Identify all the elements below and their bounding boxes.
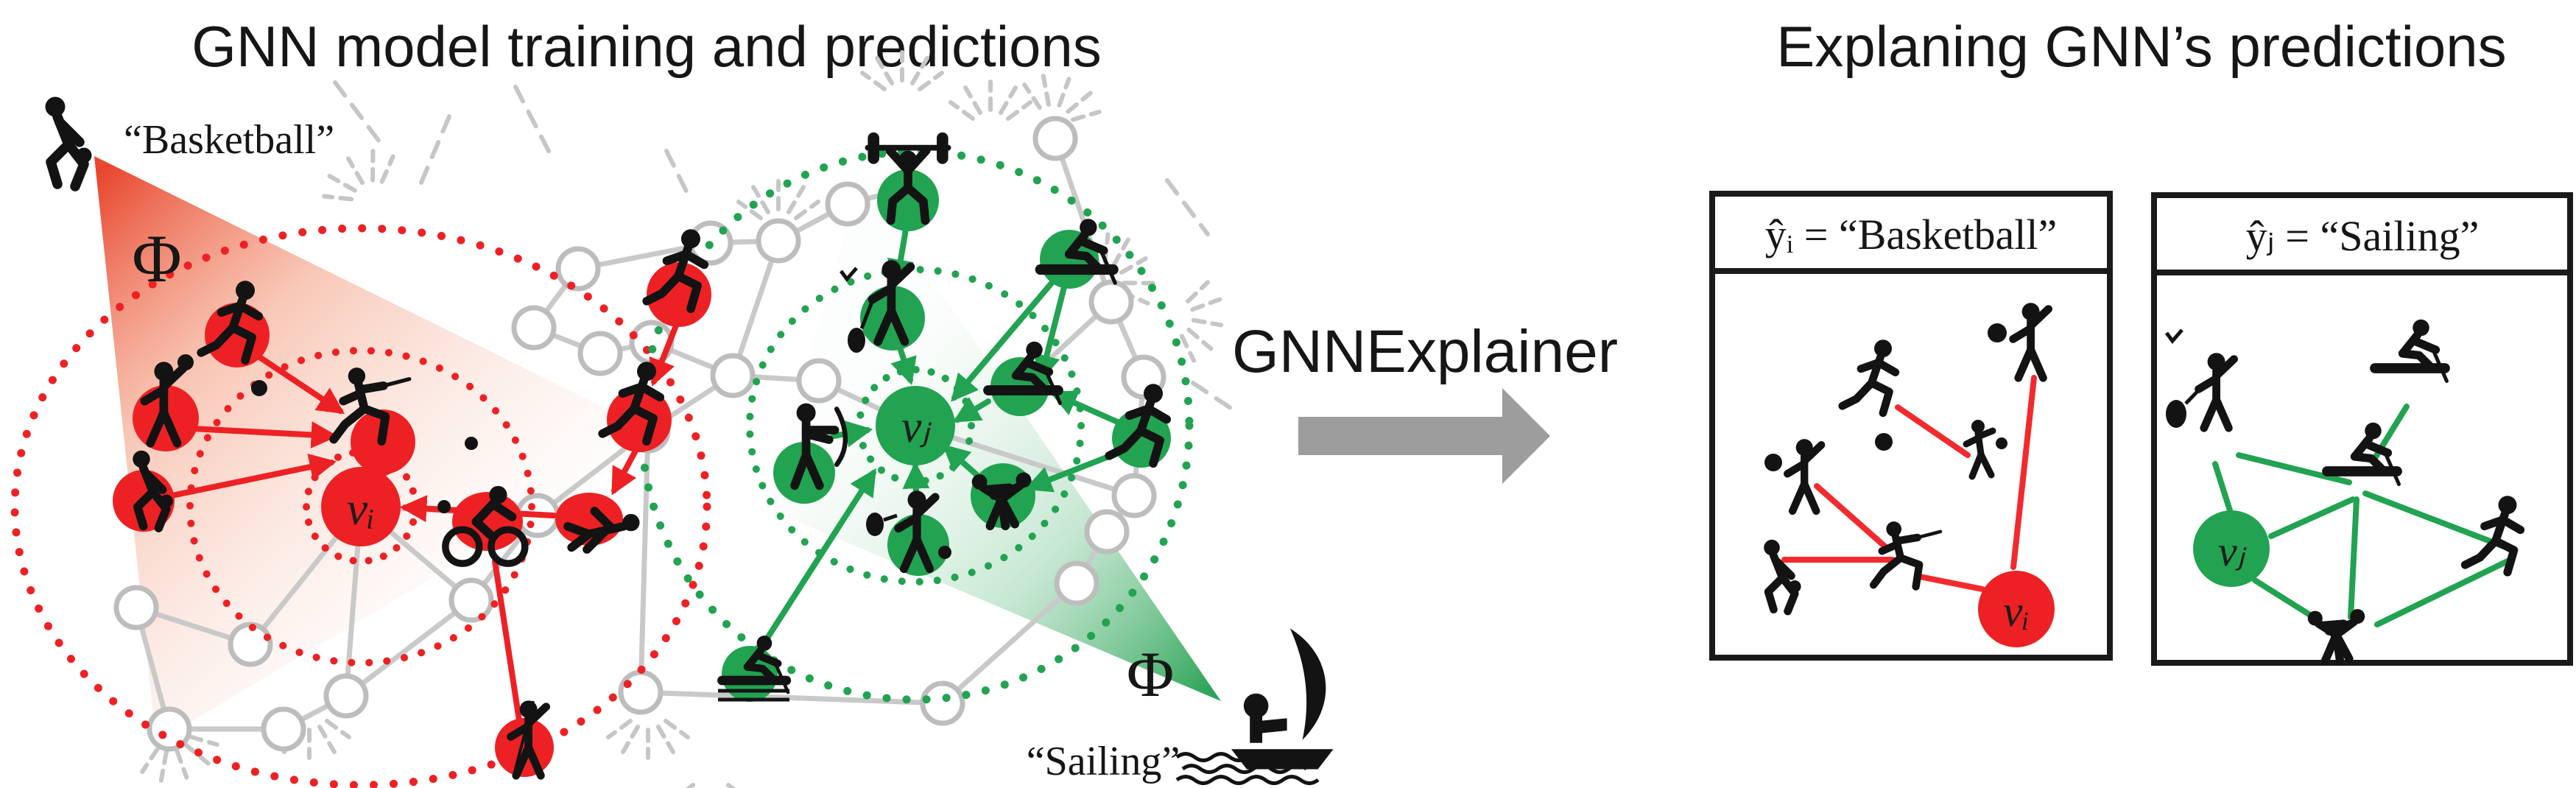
rower-top-icon bbox=[1040, 219, 1115, 289]
basketball-input: “Basketball” Φ bbox=[46, 97, 334, 296]
tennis-player-icon bbox=[866, 490, 951, 576]
red-cluster: vᵢ bbox=[113, 229, 711, 777]
explanation-box-basketball: ŷᵢ = “Basketball” vᵢ bbox=[1709, 191, 2113, 661]
vi-node-label: vᵢ bbox=[347, 482, 376, 535]
vi-node bbox=[321, 467, 401, 546]
javelin-thrower-icon bbox=[495, 700, 554, 777]
gray-dashed-edges bbox=[333, 80, 1239, 415]
box2-figures bbox=[2164, 320, 2521, 661]
fencer-icon bbox=[334, 367, 478, 474]
box2-header: ŷⱼ = “Sailing” bbox=[2246, 212, 2480, 260]
waves-icon bbox=[1175, 752, 1320, 785]
weightlifter-icon bbox=[868, 138, 948, 231]
rower-mid-icon bbox=[988, 342, 1060, 416]
box1-edges bbox=[1781, 375, 2037, 592]
wrestlers-icon bbox=[971, 463, 1035, 528]
sailboat-icon bbox=[1231, 628, 1334, 770]
phi-red-label: Φ bbox=[132, 221, 181, 296]
sprinter-icon bbox=[602, 362, 672, 452]
left-title: GNN model training and predictions bbox=[191, 14, 1102, 79]
gnnexplainer-transition: GNNExplainer bbox=[1232, 318, 1618, 484]
box1-figures bbox=[1764, 303, 2048, 611]
soccer-runner-icon bbox=[201, 281, 270, 396]
right-title: Explaning GNN’s predictions bbox=[1776, 14, 2506, 79]
right-arrow-icon bbox=[1298, 388, 1550, 484]
bench-athlete-icon bbox=[718, 636, 789, 702]
badminton-player-icon bbox=[839, 260, 925, 353]
green-cluster: vⱼ bbox=[718, 138, 1171, 702]
gnnexplainer-label: GNNExplainer bbox=[1232, 318, 1618, 385]
top-runner-icon bbox=[647, 229, 711, 327]
box1-vi-node bbox=[1978, 571, 2055, 647]
explanation-box-sailing: ŷⱼ = “Sailing” vⱼ bbox=[2151, 192, 2573, 666]
box1-vi-label: vᵢ bbox=[2003, 587, 2030, 636]
sailing-input: Φ “Sailing” bbox=[1027, 628, 1334, 785]
archer-icon bbox=[773, 404, 845, 504]
box2-vj-node bbox=[2193, 510, 2270, 587]
dribbler-icon bbox=[113, 451, 175, 532]
cyclist-icon bbox=[437, 486, 525, 563]
basketball-label: “Basketball” bbox=[124, 117, 334, 163]
volleyball-player-icon bbox=[133, 354, 199, 451]
sprint-start-icon bbox=[1109, 384, 1171, 468]
box1-header: ŷᵢ = “Basketball” bbox=[1765, 211, 2058, 258]
swimmer-icon bbox=[555, 493, 640, 549]
basketball-player-icon bbox=[46, 97, 92, 187]
vj-node-label: vⱼ bbox=[901, 402, 932, 452]
box2-vj-label: vⱼ bbox=[2218, 527, 2247, 575]
vj-node bbox=[876, 386, 955, 465]
phi-green-label: Φ bbox=[1127, 639, 1174, 711]
sailing-label: “Sailing” bbox=[1027, 739, 1180, 784]
box2-edges bbox=[2212, 404, 2510, 627]
